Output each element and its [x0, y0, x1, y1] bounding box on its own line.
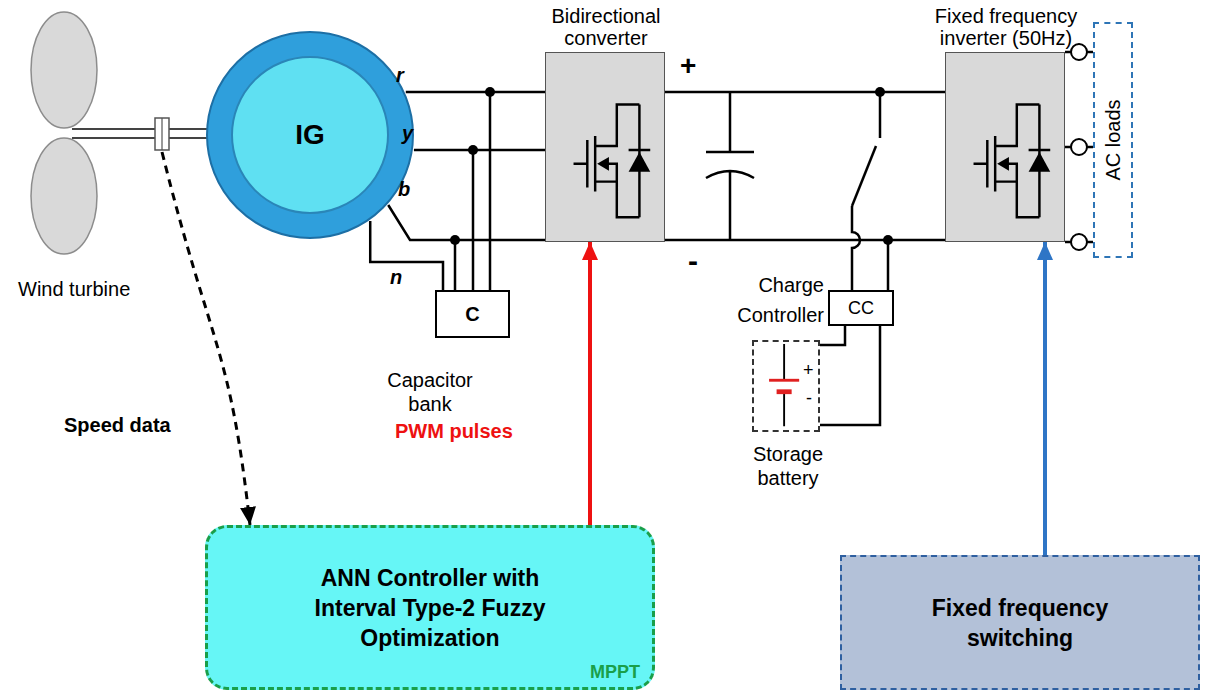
battery-terminal-sign: + — [803, 360, 814, 381]
battery-wires — [820, 326, 880, 425]
charge-controller-code: CC — [848, 298, 874, 319]
bidirectional-converter: Bidirectional converter — [545, 52, 665, 242]
ann-controller-label: ANN Controller with Interval Type-2 Fuzz… — [285, 563, 575, 653]
storage-battery: Storage battery — [752, 340, 820, 432]
ac-loads-label: AC loads — [1102, 99, 1125, 180]
charge-controller-label: Charge Controller — [724, 270, 824, 330]
output-terminal — [1071, 234, 1087, 250]
capacitor-symbol-label: C — [465, 303, 479, 326]
battery-label: Storage battery — [724, 442, 852, 490]
ann-controller-box: ANN Controller with Interval Type-2 Fuzz… — [205, 525, 655, 690]
mppt-label: MPPT — [590, 662, 640, 683]
fixed-frequency-inverter: Fixed frequency inverter (50Hz) — [945, 52, 1065, 242]
capacitor-bank-label: Capacitor bank — [375, 368, 485, 416]
junction-dots — [450, 87, 893, 245]
neutral-label: n — [390, 266, 402, 289]
output-terminal — [1071, 139, 1087, 155]
bidirectional-converter-symbol — [546, 53, 664, 241]
storage-battery-symbol — [754, 342, 818, 430]
capacitor-bank-box: CCapacitor bank — [435, 290, 510, 338]
induction-generator: IG — [205, 30, 415, 240]
turbine-shaft — [72, 129, 208, 138]
output-lines — [1065, 52, 1093, 242]
pwm-arrow — [588, 242, 592, 525]
switching-control-box: Fixed frequency switching — [840, 555, 1200, 690]
generator-label: IG — [295, 119, 325, 151]
edge-label: PWM pulses — [393, 420, 515, 443]
battery-switch — [852, 92, 888, 290]
dc-bus — [665, 92, 945, 240]
phase-label: y — [402, 122, 413, 145]
ac-loads-box: AC loads — [1093, 22, 1133, 258]
wind-turbine: Wind turbine — [10, 18, 170, 310]
fixed-frequency-inverter-symbol — [946, 53, 1064, 241]
switching-arrow — [1043, 242, 1047, 555]
phase-label: b — [398, 178, 410, 201]
converter-heading: Bidirectional converter — [521, 5, 691, 49]
phase-label: r — [396, 64, 404, 87]
polarity-sign: - — [688, 244, 698, 278]
polarity-sign: + — [680, 50, 696, 82]
dc-link-capacitor — [706, 92, 754, 240]
edge-label: Speed data — [62, 414, 173, 437]
wind-turbine-symbol — [10, 18, 170, 310]
battery-terminal-sign: - — [806, 388, 812, 409]
output-terminal — [1071, 44, 1087, 60]
switching-label: Fixed frequency switching — [905, 593, 1135, 653]
turbine-label: Wind turbine — [18, 278, 130, 301]
charge-controller-box: CCCharge Controller — [828, 290, 894, 326]
inverter-heading: Fixed frequency inverter (50Hz) — [921, 5, 1091, 49]
